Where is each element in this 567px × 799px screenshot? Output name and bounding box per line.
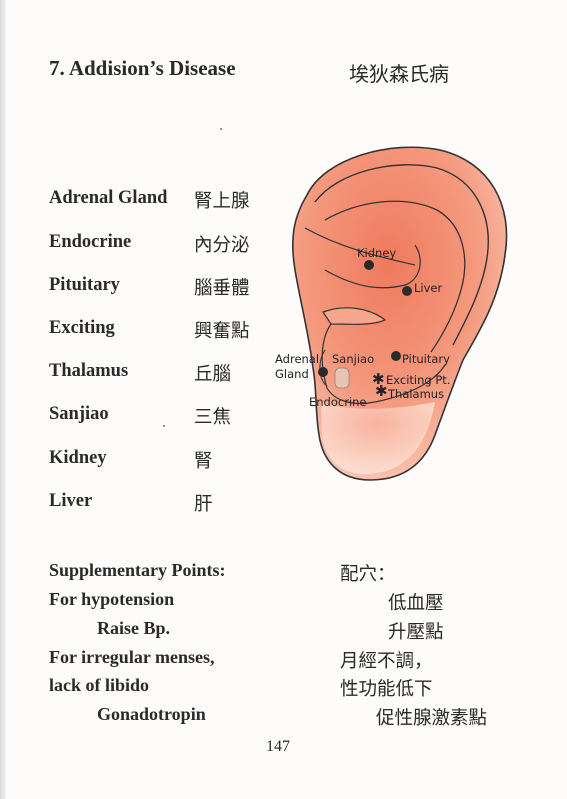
supp-hypotension-cn: 低血壓 — [388, 593, 444, 614]
antihelix-crus — [304, 227, 416, 266]
point-name-pituitary: Pituitary — [49, 275, 120, 295]
diagram-label-gland: Gland — [275, 367, 309, 381]
supp-gonadotropin-cn: 促性腺激素點 — [376, 708, 488, 729]
scanned-page-edge — [0, 0, 6, 799]
liver-point — [402, 286, 412, 296]
diagram-label-adrenal: Adrenal — [275, 352, 319, 366]
thalamus-point-star: ✱ — [375, 382, 388, 400]
supp-lack-of-libido-cn: 性功能低下 — [340, 679, 433, 700]
supp-lack-of-libido: lack of libido — [49, 675, 150, 695]
adrenal-gland-point — [318, 367, 328, 377]
scan-speck — [163, 425, 165, 427]
point-cn-thalamus: 丘腦 — [194, 364, 232, 385]
point-cn-adrenal-gland: 腎上腺 — [194, 191, 250, 212]
helix-line — [314, 164, 489, 346]
helix-crus — [322, 307, 387, 325]
point-name-adrenal-gland: Adrenal Gland — [49, 188, 168, 208]
point-cn-liver: 肝 — [194, 494, 213, 515]
diagram-label-thalamus: Thalamus — [387, 387, 444, 401]
supp-hypotension: For hypotension — [49, 589, 175, 609]
page-number: 147 — [266, 738, 290, 755]
point-cn-exciting: 興奮點 — [194, 321, 250, 342]
endocrine-region — [334, 367, 350, 389]
scan-speck — [220, 128, 222, 130]
ear-lobe — [321, 402, 435, 475]
point-name-liver: Liver — [49, 491, 93, 511]
diagram-label-endocrine: Endocrine — [309, 395, 367, 409]
point-name-endocrine: Endocrine — [49, 232, 132, 252]
supp-irregular-menses-cn: 月經不調， — [340, 651, 433, 672]
point-cn-pituitary: 腦垂體 — [194, 278, 250, 299]
diagram-label-pituitary: Pituitary — [402, 352, 450, 366]
antihelix-line — [324, 200, 466, 353]
diagram-label-kidney: Kidney — [357, 246, 396, 260]
concha-outline — [321, 323, 446, 405]
supp-irregular-menses: For irregular menses, — [49, 647, 215, 667]
point-cn-endocrine: 內分泌 — [194, 235, 250, 256]
pituitary-point — [391, 351, 401, 361]
point-name-sanjiao: Sanjiao — [49, 404, 109, 424]
supp-gonadotropin: Gonadotropin — [97, 704, 206, 724]
point-name-kidney: Kidney — [49, 448, 107, 468]
supplementary-heading: Supplementary Points: — [49, 560, 226, 580]
antihelix-inner — [324, 244, 421, 289]
page-title: 7. Addision’s Disease — [49, 56, 236, 80]
ear-outline — [291, 146, 508, 481]
supp-raise-bp: Raise Bp. — [97, 618, 171, 638]
point-cn-kidney: 腎 — [194, 451, 213, 472]
exciting-point-star: ✱ — [372, 370, 385, 388]
kidney-point — [364, 260, 374, 270]
point-cn-sanjiao: 三焦 — [194, 407, 232, 428]
diagram-label-exciting: Exciting Pt. — [386, 373, 450, 387]
point-name-thalamus: Thalamus — [49, 361, 129, 381]
ear-acupoint-diagram: ✱ ✱ Kidney Liver Adrenal Gland Sanjiao P… — [275, 146, 508, 481]
page-title-chinese: 埃狄森氏病 — [349, 62, 449, 86]
diagram-label-sanjiao: Sanjiao — [332, 352, 374, 366]
point-name-exciting: Exciting — [49, 318, 115, 338]
diagram-label-liver: Liver — [414, 281, 442, 295]
supplementary-heading-cn: 配穴： — [340, 564, 396, 585]
supp-raise-bp-cn: 升壓點 — [388, 622, 444, 643]
